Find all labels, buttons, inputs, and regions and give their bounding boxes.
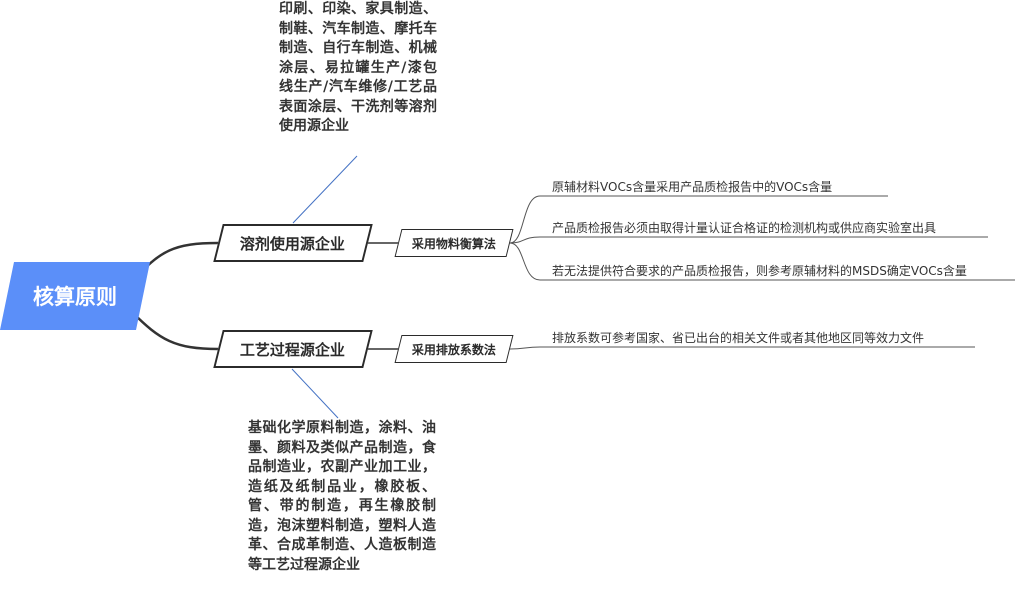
root-node-shape <box>0 262 150 330</box>
connector-root-branch-2 <box>131 311 219 351</box>
leaf-connector-1-3 <box>509 242 1015 281</box>
method-node-emission-factor[interactable]: 采用排放系数法 <box>394 335 514 363</box>
branch-node-solvent[interactable]: 溶剂使用源企业 <box>213 224 373 262</box>
method-node-material-balance[interactable]: 采用物料衡算法 <box>394 229 514 257</box>
method-label-material-balance: 采用物料衡算法 <box>411 236 496 251</box>
note-solvent-industries: 印刷、印染、家具制造、制鞋、汽车制造、摩托车制造、自行车制造、机械涂层、易拉罐生… <box>279 1 437 134</box>
note-line-branch-2 <box>291 368 339 419</box>
leaf-connector-1-2 <box>509 236 988 244</box>
note-line-branch-1 <box>292 155 358 224</box>
leaf-1-1: 原辅材料VOCs含量采用产品质检报告中的VOCs含量 <box>552 180 833 194</box>
note-process-industries: 基础化学原料制造，涂料、油墨、颜料及类似产品制造，食品制造业，农副产业加工业，造… <box>248 420 436 573</box>
method-label-emission-factor: 采用排放系数法 <box>411 342 496 357</box>
branch-label-process: 工艺过程源企业 <box>240 340 346 359</box>
leaf-1-3: 若无法提供符合要求的产品质检报告，则参考原辅材料的MSDS确定VOCs含量 <box>552 264 967 278</box>
leaf-2-1: 排放系数可参考国家、省已出台的相关文件或者其他地区同等效力文件 <box>552 331 925 345</box>
leaf-connector-1-1 <box>509 195 888 244</box>
leaf-1-2: 产品质检报告必须由取得计量认证合格证的检测机构或供应商实验室出具 <box>552 221 937 235</box>
leaf-connector-2-1 <box>509 346 975 350</box>
branch-node-process[interactable]: 工艺过程源企业 <box>213 330 373 368</box>
branch-label-solvent: 溶剂使用源企业 <box>240 234 346 253</box>
root-label: 核算原则 <box>33 285 117 309</box>
root-node[interactable]: 核算原则 <box>0 262 150 330</box>
